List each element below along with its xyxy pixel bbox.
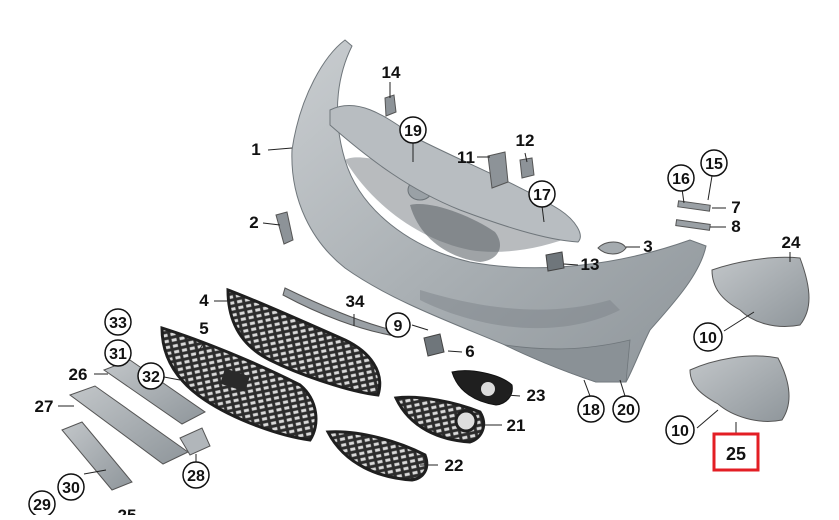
grille-5-badge xyxy=(220,368,250,392)
svg-text:4: 4 xyxy=(199,291,209,310)
svg-text:12: 12 xyxy=(516,131,535,150)
callout-4[interactable]: 4 xyxy=(199,291,209,310)
callout-10a[interactable]: 10 xyxy=(693,322,723,352)
callout-5[interactable]: 5 xyxy=(199,319,208,338)
callout-7[interactable]: 7 xyxy=(731,198,740,217)
air-guide-24 xyxy=(711,256,810,328)
svg-text:17: 17 xyxy=(533,187,551,204)
svg-text:23: 23 xyxy=(527,386,546,405)
callout-labels: 1 2 3 4 5 6 7 8 9 10 10 11 12 13 14 15 1… xyxy=(28,63,801,520)
callout-13[interactable]: 13 xyxy=(581,255,600,274)
svg-text:29: 29 xyxy=(33,497,51,514)
svg-text:27: 27 xyxy=(35,397,54,416)
callout-6[interactable]: 6 xyxy=(465,342,474,361)
strip-7 xyxy=(677,200,711,212)
callout-3[interactable]: 3 xyxy=(643,237,652,256)
callout-29[interactable]: 29 xyxy=(28,490,56,518)
callout-15[interactable]: 15 xyxy=(700,149,728,177)
svg-text:8: 8 xyxy=(731,217,740,236)
svg-text:16: 16 xyxy=(672,171,690,188)
callout-8[interactable]: 8 xyxy=(731,217,740,236)
callout-22[interactable]: 22 xyxy=(445,456,464,475)
svg-text:22: 22 xyxy=(445,456,464,475)
grille-4 xyxy=(226,287,382,397)
callout-27[interactable]: 27 xyxy=(35,397,54,416)
svg-text:13: 13 xyxy=(581,255,600,274)
svg-text:32: 32 xyxy=(142,369,160,386)
svg-text:18: 18 xyxy=(582,402,600,419)
svg-text:7: 7 xyxy=(731,198,740,217)
callout-18[interactable]: 18 xyxy=(577,395,605,423)
callout-17[interactable]: 17 xyxy=(528,180,556,208)
air-guide-25 xyxy=(689,355,790,422)
clip-14 xyxy=(384,94,397,117)
leader-lines xyxy=(58,82,791,475)
svg-text:10: 10 xyxy=(671,423,689,440)
svg-text:26: 26 xyxy=(69,365,88,384)
callout-14[interactable]: 14 xyxy=(382,63,401,82)
svg-text:10: 10 xyxy=(699,330,717,347)
svg-text:31: 31 xyxy=(109,346,127,363)
frame-23-hole xyxy=(481,382,495,396)
callout-34[interactable]: 34 xyxy=(346,292,365,311)
callout-30[interactable]: 30 xyxy=(57,473,85,501)
svg-text:24: 24 xyxy=(782,233,801,252)
callout-21[interactable]: 21 xyxy=(507,416,526,435)
cap-3 xyxy=(597,241,627,255)
fog-ring-21 xyxy=(454,409,478,433)
svg-text:9: 9 xyxy=(394,318,403,335)
callout-11[interactable]: 11 xyxy=(457,148,475,167)
bracket-28 xyxy=(179,427,211,456)
callout-9[interactable]: 9 xyxy=(385,312,411,338)
svg-text:6: 6 xyxy=(465,342,474,361)
clip-13 xyxy=(545,251,565,272)
callout-31[interactable]: 31 xyxy=(104,339,132,367)
svg-text:28: 28 xyxy=(187,468,205,485)
callout-23[interactable]: 23 xyxy=(527,386,546,405)
callout-25-partial[interactable]: 25 xyxy=(118,506,137,520)
highlight-box-25 xyxy=(712,432,760,472)
svg-text:21: 21 xyxy=(507,416,526,435)
bracket-12 xyxy=(519,157,535,179)
svg-text:2: 2 xyxy=(249,213,258,232)
callout-25-highlighted[interactable]: 25 xyxy=(726,444,746,464)
svg-text:25: 25 xyxy=(118,506,137,515)
clip-6 xyxy=(423,333,445,357)
svg-text:25: 25 xyxy=(726,444,746,464)
callout-16[interactable]: 16 xyxy=(667,164,695,192)
clip-2 xyxy=(275,211,294,245)
callout-32[interactable]: 32 xyxy=(137,362,165,390)
callout-2[interactable]: 2 xyxy=(249,213,258,232)
grille-22 xyxy=(325,430,429,482)
callout-12[interactable]: 12 xyxy=(516,131,535,150)
svg-text:1: 1 xyxy=(251,140,260,159)
svg-text:14: 14 xyxy=(382,63,401,82)
callout-26[interactable]: 26 xyxy=(69,365,88,384)
callout-24[interactable]: 24 xyxy=(782,233,801,252)
svg-text:19: 19 xyxy=(404,123,422,140)
callout-28[interactable]: 28 xyxy=(182,461,210,489)
plate-30 xyxy=(61,421,133,491)
callout-20[interactable]: 20 xyxy=(612,395,640,423)
callout-10b[interactable]: 10 xyxy=(665,415,695,445)
callout-33[interactable]: 33 xyxy=(104,308,132,336)
svg-text:5: 5 xyxy=(199,319,208,338)
svg-text:30: 30 xyxy=(62,480,80,497)
svg-text:11: 11 xyxy=(457,148,475,167)
svg-text:15: 15 xyxy=(705,156,723,173)
svg-text:33: 33 xyxy=(109,315,127,332)
svg-text:20: 20 xyxy=(617,402,635,419)
svg-text:34: 34 xyxy=(346,292,365,311)
bracket-11 xyxy=(487,151,509,189)
strip-8 xyxy=(675,219,711,231)
callout-1[interactable]: 1 xyxy=(251,140,260,159)
callout-19[interactable]: 19 xyxy=(399,116,427,144)
svg-text:3: 3 xyxy=(643,237,652,256)
